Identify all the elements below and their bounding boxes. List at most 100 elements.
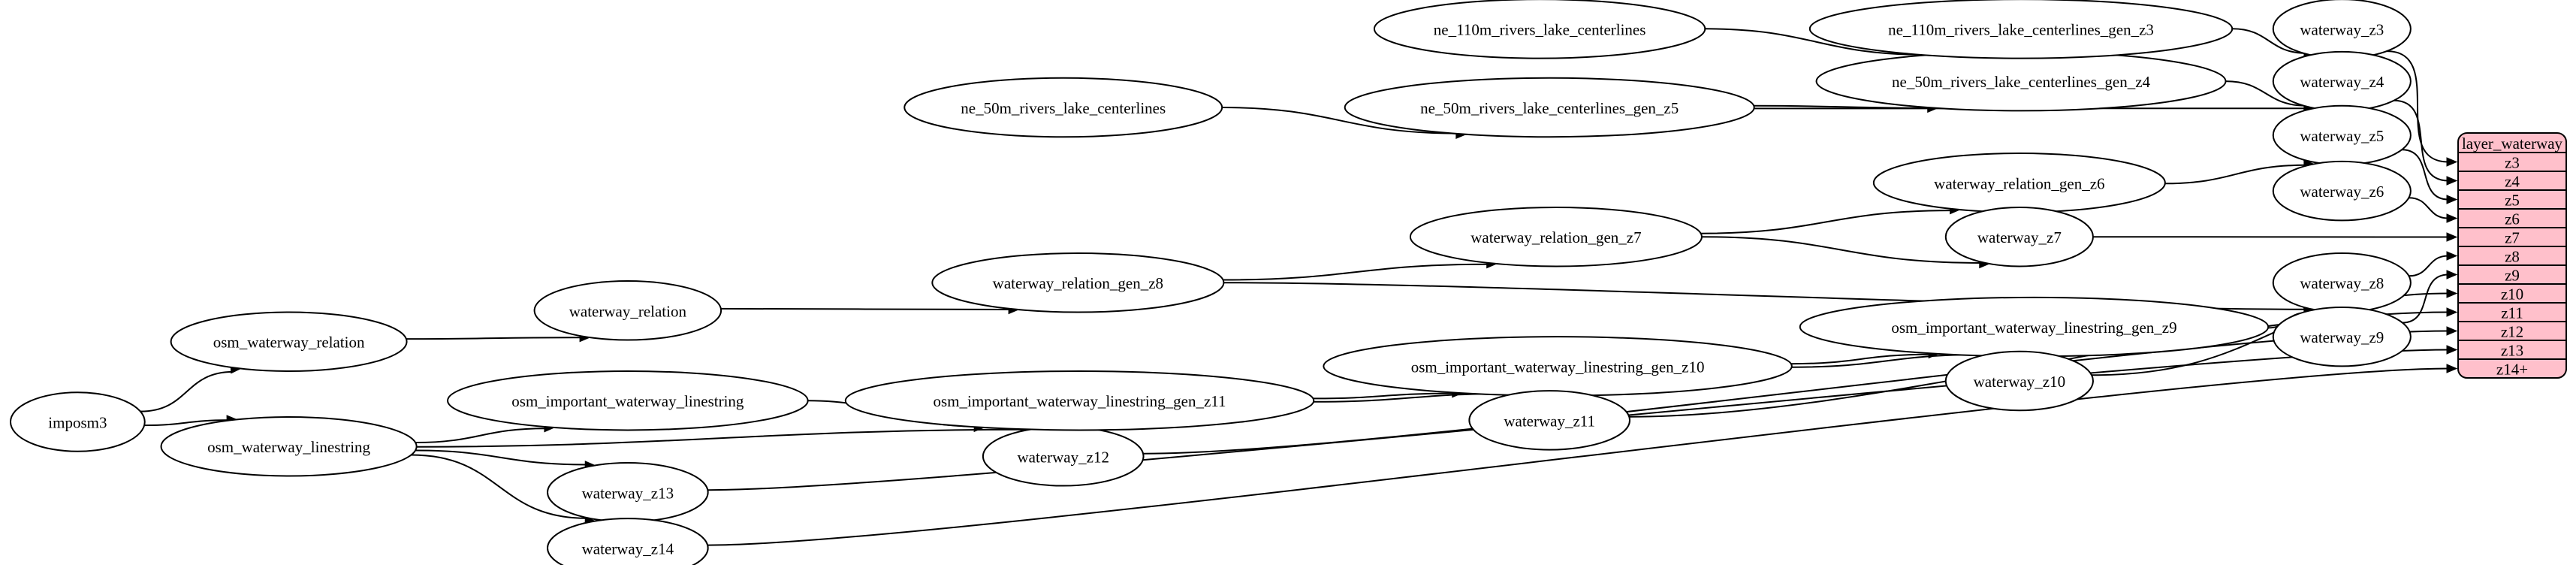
edge-arrowhead — [2446, 251, 2458, 261]
graph-node-osm_waterway_relation[interactable]: osm_waterway_relation — [170, 311, 408, 372]
graph-node-waterway_z13[interactable]: waterway_z13 — [547, 462, 709, 523]
graph-node-osm_important_waterway_linestring_gen_z10[interactable]: osm_important_waterway_linestring_gen_z1… — [1323, 336, 1793, 397]
record-row-z11[interactable]: z11 — [2501, 304, 2523, 322]
record-row-z10[interactable]: z10 — [2501, 286, 2523, 304]
graph-node-osm_important_waterway_linestring_gen_z9[interactable]: osm_important_waterway_linestring_gen_z9 — [1799, 296, 2270, 358]
graph-node-osm_important_waterway_linestring_gen_z11[interactable]: osm_important_waterway_linestring_gen_z1… — [844, 370, 1315, 431]
node-label: waterway_z14 — [582, 539, 674, 557]
record-row-z6[interactable]: z6 — [2505, 210, 2520, 228]
graph-edge — [1705, 28, 1927, 56]
graph-edge — [415, 449, 587, 466]
graph-edge — [2387, 50, 2449, 163]
record-table-layer-waterway[interactable]: layer_waterwayz3z4z5z6z7z8z9z10z11z12z13… — [2457, 132, 2567, 379]
node-ellipse — [1944, 350, 2094, 412]
graph-edge — [2409, 197, 2449, 219]
graph-node-waterway_z7[interactable]: waterway_z7 — [1944, 206, 2094, 267]
record-row-z12[interactable]: z12 — [2501, 323, 2523, 341]
node-ellipse — [2272, 160, 2412, 222]
graph-edge — [1143, 330, 2449, 455]
graph-node-waterway_z3[interactable]: waterway_z3 — [2272, 0, 2412, 59]
graph-edge — [2402, 149, 2449, 201]
node-label: waterway_z7 — [1977, 228, 2062, 246]
node-ellipse — [170, 311, 408, 372]
graph-node-waterway_z9[interactable]: waterway_z9 — [2272, 306, 2412, 367]
graph-node-ne_110m_rivers_lake_centerlines[interactable]: ne_110m_rivers_lake_centerlines — [1374, 0, 1706, 59]
graph-edge — [1700, 210, 1952, 234]
record-box — [2457, 132, 2567, 379]
record-row-z4[interactable]: z4 — [2505, 173, 2520, 191]
node-label: waterway_z11 — [1504, 412, 1595, 430]
node-label: ne_50m_rivers_lake_centerlines — [961, 99, 1166, 117]
node-label: osm_important_waterway_linestring — [511, 392, 744, 410]
graph-node-waterway_z8[interactable]: waterway_z8 — [2272, 252, 2412, 313]
node-ellipse — [533, 280, 722, 341]
edge-arrowhead — [2446, 232, 2458, 242]
graph-node-waterway_relation_gen_z8[interactable]: waterway_relation_gen_z8 — [931, 252, 1225, 313]
graph-edge — [2394, 99, 2449, 182]
graph-edge — [2232, 28, 2306, 54]
graph-node-ne_110m_rivers_lake_centerlines_gen_z3[interactable]: ne_110m_rivers_lake_centerlines_gen_z3 — [1808, 0, 2234, 59]
node-label: ne_110m_rivers_lake_centerlines_gen_z3 — [1888, 20, 2154, 38]
graph-node-waterway_relation_gen_z6[interactable]: waterway_relation_gen_z6 — [1872, 153, 2166, 213]
graph-node-osm_waterway_linestring[interactable]: osm_waterway_linestring — [160, 416, 418, 477]
node-ellipse — [1374, 0, 1706, 59]
node-ellipse — [10, 391, 146, 452]
graph-node-waterway_z4[interactable]: waterway_z4 — [2272, 50, 2412, 112]
graph-node-waterway_relation[interactable]: waterway_relation — [533, 280, 722, 341]
node-label: waterway_z6 — [2300, 183, 2384, 201]
node-ellipse — [931, 252, 1225, 313]
node-ellipse — [1808, 0, 2234, 59]
record-row-z8[interactable]: z8 — [2505, 248, 2520, 266]
node-label: waterway_relation — [569, 302, 687, 320]
node-ellipse — [1344, 77, 1755, 138]
edge-arrowhead — [2446, 270, 2458, 279]
graph-edge — [1313, 392, 1454, 400]
node-ellipse — [903, 77, 1223, 138]
graph-node-waterway_z12[interactable]: waterway_z12 — [982, 426, 1145, 487]
graph-node-waterway_relation_gen_z7[interactable]: waterway_relation_gen_z7 — [1409, 206, 1703, 267]
edge-arrowhead — [2446, 289, 2458, 298]
graph-node-osm_important_waterway_linestring[interactable]: osm_important_waterway_linestring — [447, 370, 809, 431]
graph-edge — [1222, 107, 1458, 134]
graph-node-waterway_z10[interactable]: waterway_z10 — [1944, 350, 2094, 412]
edge-arrowhead — [2446, 307, 2458, 317]
graph-node-waterway_z14[interactable]: waterway_z14 — [547, 518, 709, 565]
graph-edge — [144, 419, 229, 427]
edge-arrowhead — [2446, 176, 2458, 186]
node-label: osm_waterway_linestring — [207, 438, 370, 456]
node-label: ne_110m_rivers_lake_centerlines — [1434, 20, 1646, 38]
graph-node-ne_50m_rivers_lake_centerlines_gen_z4[interactable]: ne_50m_rivers_lake_centerlines_gen_z4 — [1815, 50, 2227, 112]
graph-node-waterway_z6[interactable]: waterway_z6 — [2272, 160, 2412, 222]
graph-edge — [140, 370, 234, 412]
edge-arrowhead — [2446, 213, 2458, 223]
node-label: waterway_z8 — [2300, 274, 2384, 292]
graph-node-ne_50m_rivers_lake_centerlines[interactable]: ne_50m_rivers_lake_centerlines — [903, 77, 1223, 138]
record-row-z14+[interactable]: z14+ — [2496, 361, 2528, 379]
edge-arrowhead — [2446, 157, 2458, 167]
record-row-z9[interactable]: z9 — [2505, 267, 2520, 285]
graph-node-imposm3[interactable]: imposm3 — [10, 391, 146, 452]
node-label: waterway_relation_gen_z7 — [1470, 228, 1641, 246]
graph-edge — [707, 367, 2449, 546]
record-header-label: layer_waterway — [2462, 134, 2563, 153]
node-label: ne_50m_rivers_lake_centerlines_gen_z4 — [1892, 73, 2151, 91]
record-row-z5[interactable]: z5 — [2505, 192, 2520, 210]
record-row-z3[interactable]: z3 — [2505, 154, 2520, 172]
node-ellipse — [547, 518, 709, 565]
graph-node-waterway_z11[interactable]: waterway_z11 — [1468, 390, 1631, 451]
record-row-z13[interactable]: z13 — [2501, 342, 2523, 360]
graph-edge — [2225, 80, 2306, 107]
node-ellipse — [1944, 206, 2094, 267]
node-label: osm_important_waterway_linestring_gen_z1… — [934, 392, 1226, 410]
edge-arrowhead — [2446, 195, 2458, 204]
record-row-z7[interactable]: z7 — [2505, 229, 2520, 247]
node-label: waterway_relation_gen_z6 — [1934, 174, 2104, 192]
edge-arrowhead — [2446, 326, 2458, 336]
graph-node-waterway_z5[interactable]: waterway_z5 — [2272, 104, 2412, 166]
node-label: waterway_z3 — [2300, 20, 2384, 38]
edge-arrowhead — [2446, 345, 2458, 355]
graph-node-ne_50m_rivers_lake_centerlines_gen_z5[interactable]: ne_50m_rivers_lake_centerlines_gen_z5 — [1344, 77, 1755, 138]
graph-edge — [2402, 273, 2449, 324]
